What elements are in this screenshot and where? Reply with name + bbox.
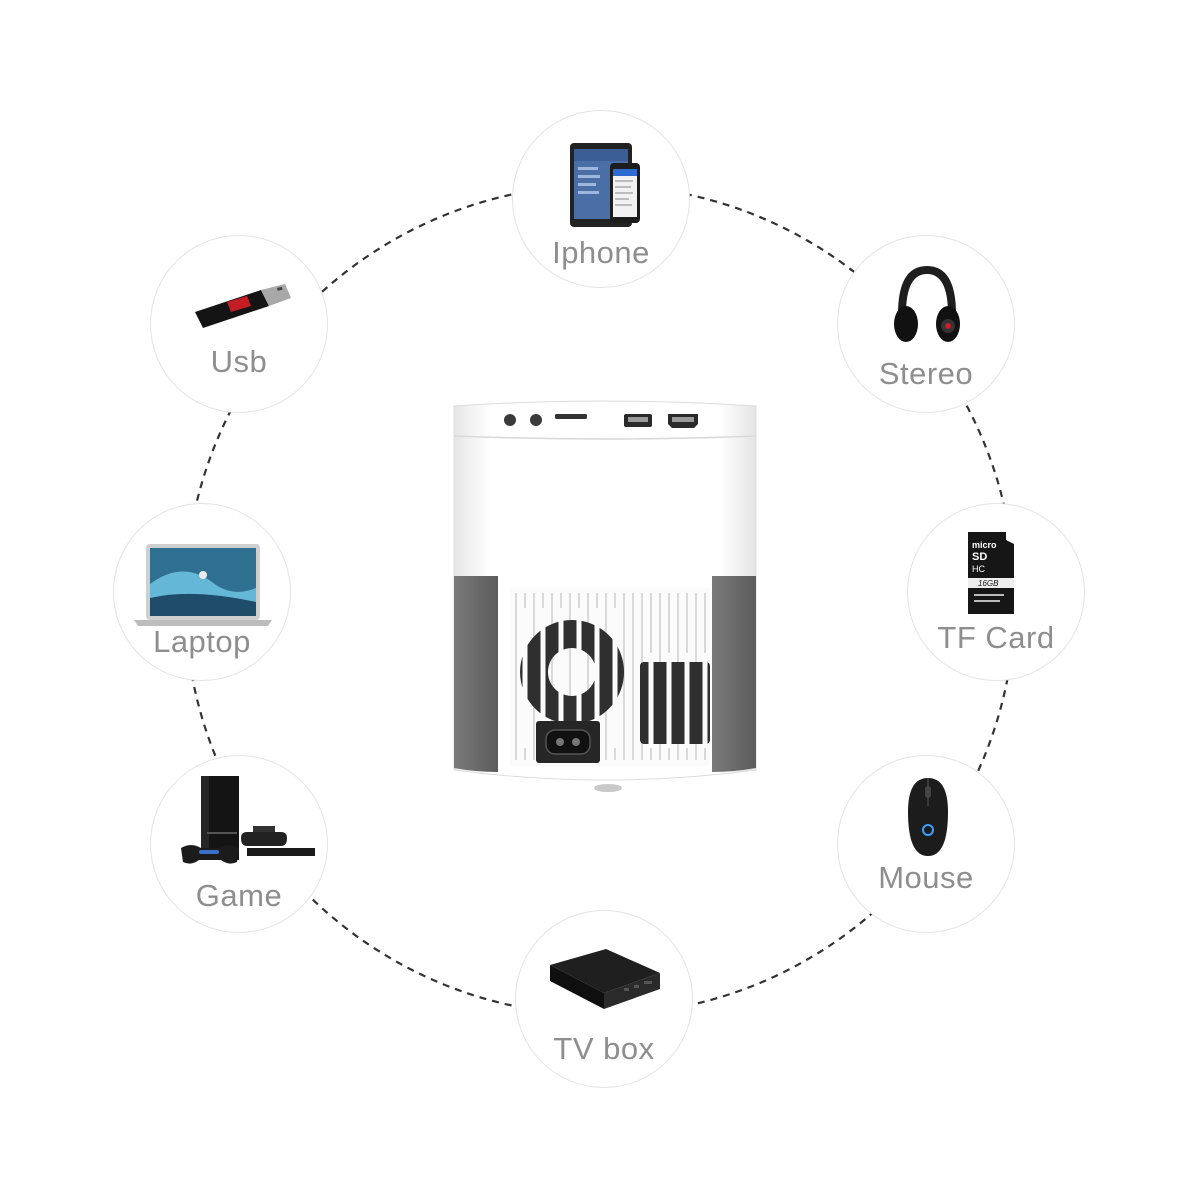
laptop-icon (134, 544, 272, 626)
game-console-icon (181, 776, 315, 864)
device-tv-box[interactable]: TV box (515, 910, 693, 1088)
headphones-icon (894, 265, 960, 342)
device-label-tv-box: TV box (553, 1031, 655, 1066)
device-game[interactable]: Game (150, 755, 328, 933)
device-label-tf-card: TF Card (937, 620, 1055, 655)
usb-drive-icon (195, 284, 291, 328)
device-usb[interactable]: Usb (150, 235, 328, 413)
tf-card-capacity: 16GB (978, 579, 999, 588)
device-label-iphone: Iphone (552, 235, 650, 270)
sd-card-icon: micro SD HC 16GB (968, 532, 1014, 614)
svg-text:micro: micro (972, 540, 997, 550)
device-mouse[interactable]: Mouse (837, 755, 1015, 933)
device-laptop[interactable]: Laptop (113, 503, 291, 681)
device-label-laptop: Laptop (153, 624, 251, 659)
device-stereo[interactable]: Stereo (837, 235, 1015, 413)
device-label-usb: Usb (210, 344, 268, 379)
svg-text:HC: HC (972, 564, 985, 574)
projector-icon (453, 400, 757, 792)
device-label-game: Game (195, 878, 283, 913)
device-iphone[interactable]: Iphone (512, 110, 690, 288)
svg-text:SD: SD (972, 551, 987, 563)
device-tf-card[interactable]: micro SD HC 16GB TF Card (907, 503, 1085, 681)
tv-box-icon (550, 949, 660, 1009)
device-label-stereo: Stereo (878, 356, 974, 391)
tablet-phone-icon (570, 143, 640, 227)
device-label-mouse: Mouse (878, 860, 974, 895)
mouse-icon (908, 778, 948, 856)
